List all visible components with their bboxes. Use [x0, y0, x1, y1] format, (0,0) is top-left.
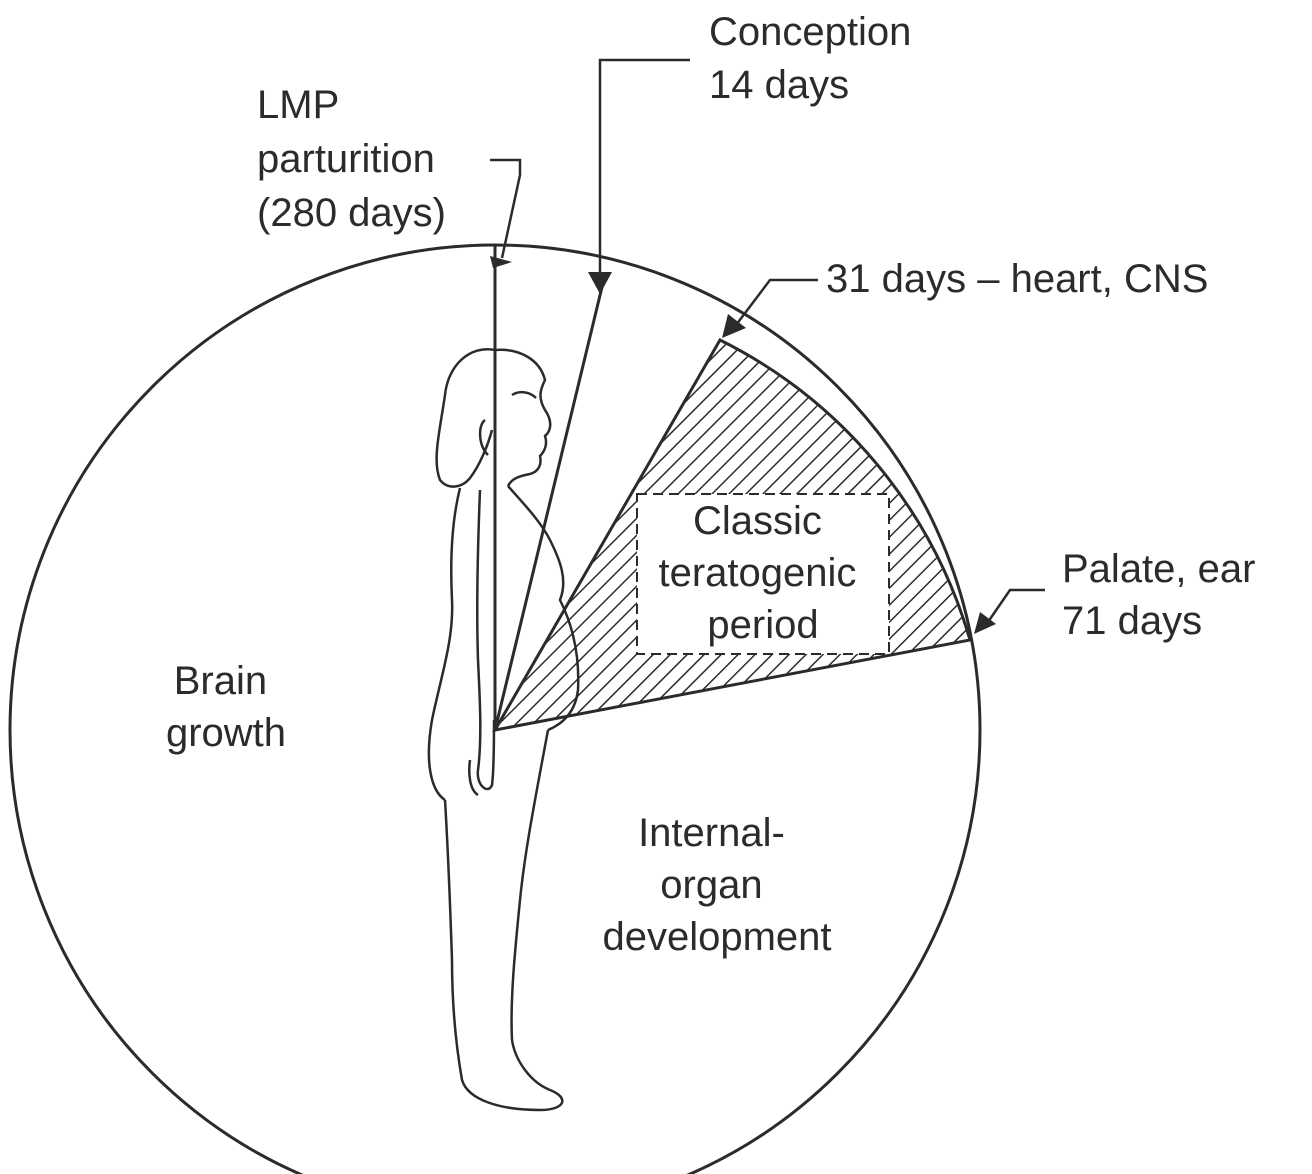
heart-cns-label: 31 days – heart, CNS [826, 257, 1208, 301]
teratogenic-label-line-1: Classic [693, 499, 822, 543]
lmp-label-line-3: (280 days) [257, 191, 446, 235]
lmp-label-line-1: LMP [257, 83, 339, 127]
conception-label: Conception 14 days [709, 10, 923, 107]
palate-ear-label-line-1: Palate, ear [1062, 547, 1255, 591]
teratogenic-label-line-3: period [707, 603, 818, 647]
palate-ear-label-line-2: 71 days [1062, 599, 1202, 643]
conception-callout [588, 60, 690, 294]
teratogenic-label-line-2: teratogenic [658, 551, 856, 595]
lmp-label: LMP parturition (280 days) [257, 83, 446, 235]
palate-ear-label: Palate, ear 71 days [1062, 547, 1267, 643]
brain-growth-label: Brain growth [166, 659, 286, 755]
palate-ear-callout [974, 590, 1045, 634]
lmp-label-line-2: parturition [257, 137, 435, 181]
internal-organ-label-line-3: development [602, 915, 831, 959]
internal-organ-label-line-1: Internal- [638, 811, 785, 855]
conception-label-line-1: Conception [709, 10, 911, 54]
brain-growth-label-line-1: Brain [174, 659, 267, 703]
brain-growth-label-line-2: growth [166, 711, 286, 755]
internal-organ-label-line-2: organ [660, 863, 762, 907]
conception-label-line-2: 14 days [709, 63, 849, 107]
internal-organ-label: Internal- organ development [602, 811, 831, 959]
